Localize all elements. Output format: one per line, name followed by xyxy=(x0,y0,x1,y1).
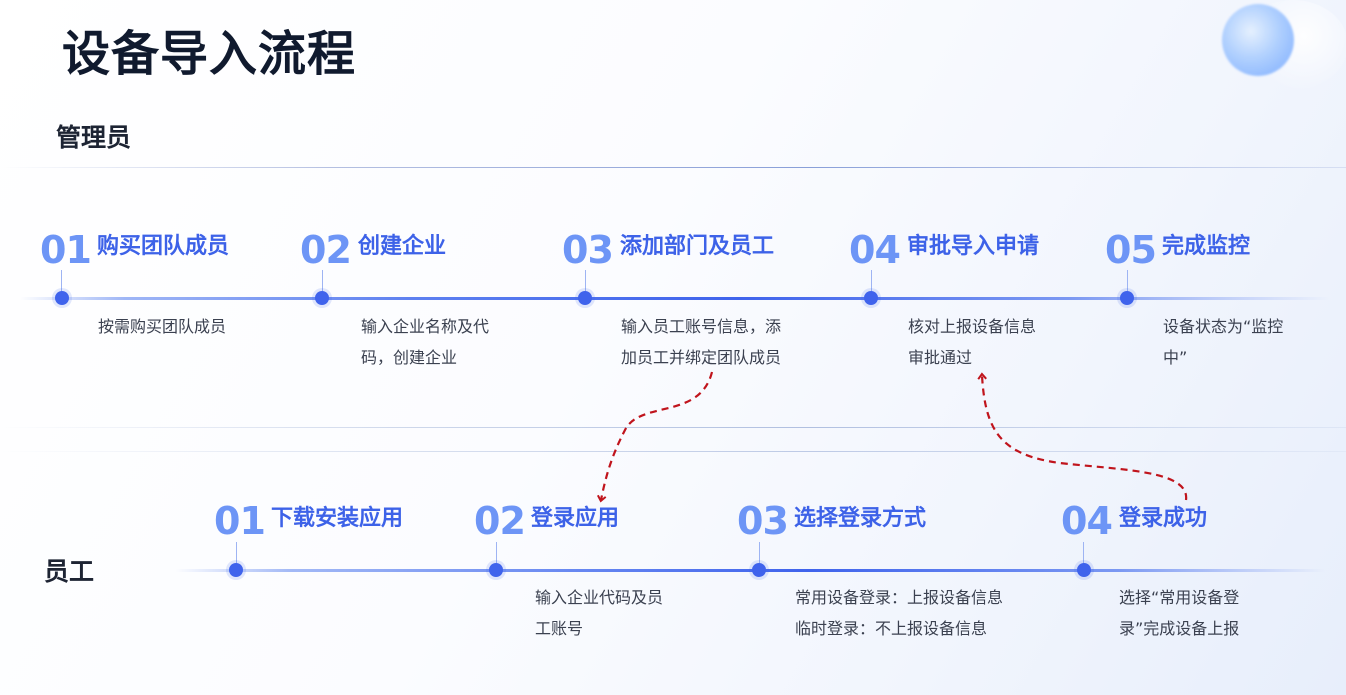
admin-step-description: 输入员工账号信息，添 加员工并绑定团队成员 xyxy=(621,317,782,367)
admin-step-dot xyxy=(315,291,329,305)
admin-step-number: 01 xyxy=(40,228,92,272)
admin-step-title: 完成监控 xyxy=(1162,234,1251,259)
employee-step-description: 选择“常用设备登 录”完成设备上报 xyxy=(1119,588,1240,638)
employee-step-dot xyxy=(752,563,766,577)
employee-step-title: 选择登录方式 xyxy=(794,506,927,531)
employee-step-tick xyxy=(759,542,760,564)
employee-step-title: 登录成功 xyxy=(1119,506,1208,531)
connector-arrow-employee-to-admin xyxy=(977,372,1188,501)
admin-step-description: 按需购买团队成员 xyxy=(98,317,227,336)
employee-step-title: 下载安装应用 xyxy=(271,506,404,531)
admin-step-number: 03 xyxy=(562,228,614,272)
admin-step-tick xyxy=(585,270,586,292)
lane-divider-middle-2 xyxy=(0,451,1346,452)
role-label-admin: 管理员 xyxy=(56,123,132,152)
connector-arrow-admin-to-employee xyxy=(596,371,714,503)
admin-step-title: 添加部门及员工 xyxy=(620,234,775,259)
admin-step-title: 购买团队成员 xyxy=(97,234,230,259)
employee-step-description: 常用设备登录：上报设备信息 临时登录：不上报设备信息 xyxy=(795,588,1004,638)
employee-step-tick xyxy=(236,542,237,564)
admin-step-number: 04 xyxy=(849,228,901,272)
page-title: 设备导入流程 xyxy=(62,26,357,82)
admin-step-title: 创建企业 xyxy=(358,234,447,259)
admin-step-tick xyxy=(871,270,872,292)
admin-step-number: 02 xyxy=(300,228,352,272)
employee-step-number: 04 xyxy=(1061,499,1113,543)
employee-step-dot xyxy=(489,563,503,577)
employee-step-number: 01 xyxy=(214,499,266,543)
lane-divider-top xyxy=(0,167,1346,168)
role-label-employee: 员工 xyxy=(44,557,95,586)
admin-step-tick xyxy=(322,270,323,292)
admin-step-number: 05 xyxy=(1105,228,1157,272)
admin-step-description: 输入企业名称及代 码，创建企业 xyxy=(361,317,490,367)
admin-step-dot xyxy=(864,291,878,305)
admin-step-tick xyxy=(1127,270,1128,292)
admin-step-description: 设备状态为“监控 中” xyxy=(1163,317,1284,367)
admin-step-dot xyxy=(578,291,592,305)
admin-step-dot xyxy=(1120,291,1134,305)
employee-step-number: 02 xyxy=(474,499,526,543)
employee-step-tick xyxy=(496,542,497,564)
employee-step-title: 登录应用 xyxy=(531,506,620,531)
employee-step-description: 输入企业代码及员 工账号 xyxy=(535,588,664,638)
employee-step-number: 03 xyxy=(737,499,789,543)
admin-step-description: 核对上报设备信息 审批通过 xyxy=(908,317,1037,367)
employee-timeline-track xyxy=(175,569,1325,572)
admin-step-dot xyxy=(55,291,69,305)
employee-step-dot xyxy=(229,563,243,577)
employee-step-dot xyxy=(1077,563,1091,577)
admin-step-tick xyxy=(61,270,62,292)
admin-step-title: 审批导入申请 xyxy=(907,234,1040,259)
decorative-orb xyxy=(1222,4,1294,76)
admin-timeline-track xyxy=(20,297,1330,300)
lane-divider-middle xyxy=(0,427,1346,428)
employee-step-tick xyxy=(1083,542,1084,564)
